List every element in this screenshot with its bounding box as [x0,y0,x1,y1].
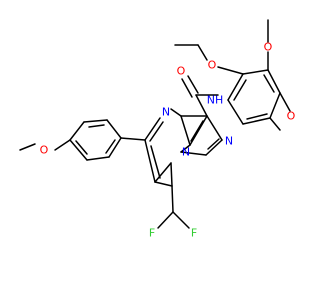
bond [88,124,105,128]
bond [150,145,161,179]
bond [246,113,268,120]
bond [54,139,71,151]
bond [269,92,281,119]
bond [227,73,244,101]
atom-fluorine-left: F [149,227,155,240]
molecule-structure-diagram: O N N N O NH O O O F F [19,19,296,240]
bond [108,137,122,158]
bond [187,75,199,94]
bond [69,139,88,161]
atom-nitrogen-bridgehead: N [182,146,190,159]
bond [207,138,220,150]
atom-nitrogen-pyrazole: N [225,135,233,148]
bond [217,66,244,75]
bond [181,78,193,98]
bond [170,108,182,117]
bond [227,99,244,125]
bond [171,185,174,213]
bond [86,156,110,161]
bond [180,151,207,156]
bond [19,143,36,151]
atom-fluorine-right: F [191,227,197,240]
bond [233,79,247,101]
bond [154,162,172,183]
bond [69,121,85,141]
bond [180,115,191,146]
atom-oxygen-methoxy-right: O [287,110,296,123]
bond [190,120,204,142]
bond [170,162,173,187]
bond [242,117,271,125]
bond [149,121,164,142]
bond-layer [19,19,291,229]
bond [106,119,122,139]
bond [105,139,116,154]
atom-label-layer: O N N N O NH O O O F F [38,41,296,240]
atom-oxygen-methoxy-top: O [264,41,273,54]
bond [197,44,208,61]
bond [269,117,281,131]
bond [120,137,146,141]
bond [205,139,223,156]
atom-nh-amide: NH [207,94,224,107]
bond [195,94,208,117]
bond [172,211,190,229]
atom-nitrogen-pyrimidine: N [162,106,170,119]
bond [157,211,174,229]
bond [267,69,281,94]
bond [75,140,88,155]
bond [144,139,156,183]
atom-oxygen-methoxy-phenyl: O [40,144,49,157]
bond [180,144,191,153]
atom-oxygen-methoxy-upper-left: O [208,59,217,72]
bond [144,117,161,141]
bond [206,115,223,141]
bond [279,92,291,112]
bond [263,74,275,93]
bond [189,115,208,146]
bond [242,69,269,75]
bond [154,181,173,187]
atom-oxygen-carbonyl: O [177,65,186,78]
bond [83,119,108,123]
